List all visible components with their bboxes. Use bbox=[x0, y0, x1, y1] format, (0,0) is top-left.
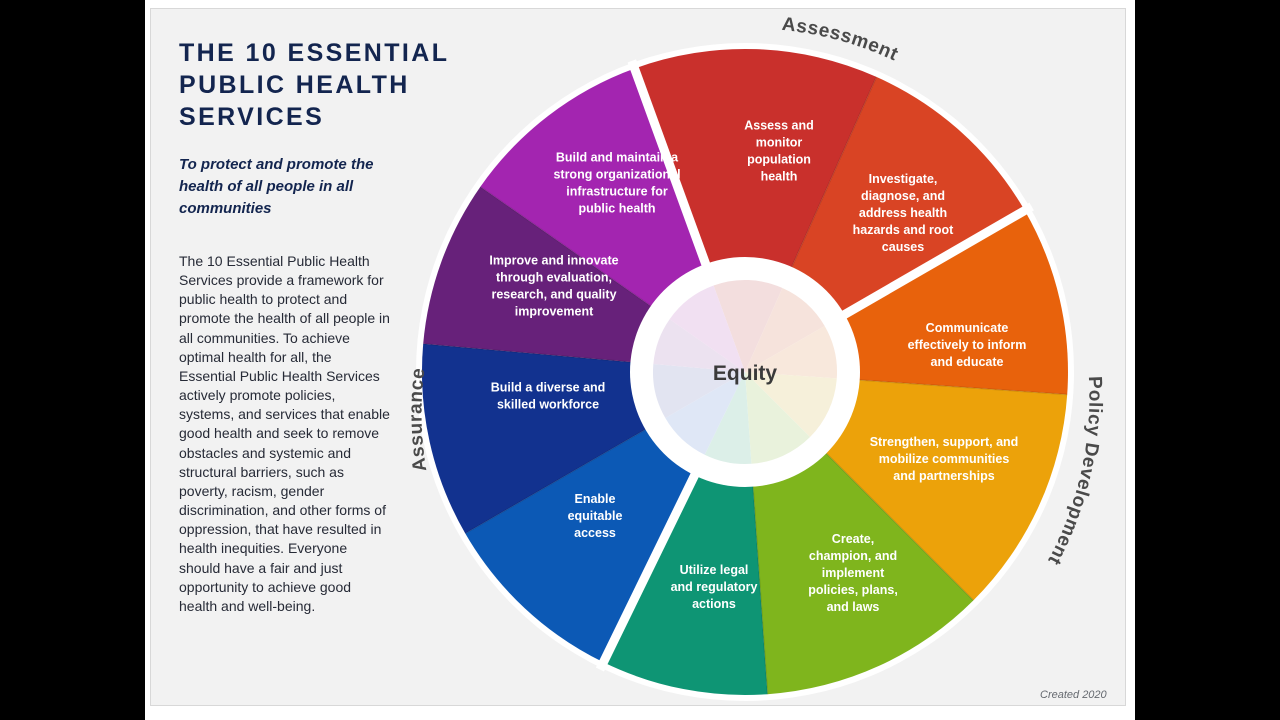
equity-segment bbox=[704, 372, 752, 464]
description-paragraph: The 10 Essential Public Health Services … bbox=[179, 253, 390, 614]
poster-title: THE 10 ESSENTIAL PUBLIC HEALTH SERVICES bbox=[179, 39, 449, 131]
wedge-separator bbox=[815, 442, 974, 601]
group-label-3: Assurance bbox=[406, 367, 432, 473]
wedge-separator bbox=[844, 378, 1068, 396]
wedge-separator bbox=[464, 421, 659, 535]
poster-subtitle: To protect and promote the health of all… bbox=[179, 156, 374, 217]
group-gap bbox=[825, 202, 1034, 329]
equity-segment bbox=[745, 372, 837, 438]
created-date: Created 2020 bbox=[1040, 689, 1107, 701]
equity-segment bbox=[745, 326, 837, 379]
equity-segment bbox=[713, 280, 783, 372]
equity-segment bbox=[745, 287, 825, 372]
group-gap bbox=[627, 59, 717, 285]
wedge-separator bbox=[784, 76, 878, 281]
equity-segment bbox=[653, 363, 745, 418]
wedge-assess bbox=[634, 48, 877, 372]
equity-pastel-wheel bbox=[653, 280, 837, 464]
equity-segment bbox=[669, 285, 745, 372]
equity-segment bbox=[745, 372, 811, 464]
wedge-separator bbox=[751, 471, 769, 695]
equity-segment bbox=[665, 372, 745, 455]
equity-segment bbox=[653, 319, 745, 372]
wedge-separator bbox=[423, 343, 646, 365]
group-gap bbox=[595, 455, 708, 672]
wedge-separator bbox=[479, 186, 664, 316]
equity-label: Equity bbox=[713, 362, 777, 385]
